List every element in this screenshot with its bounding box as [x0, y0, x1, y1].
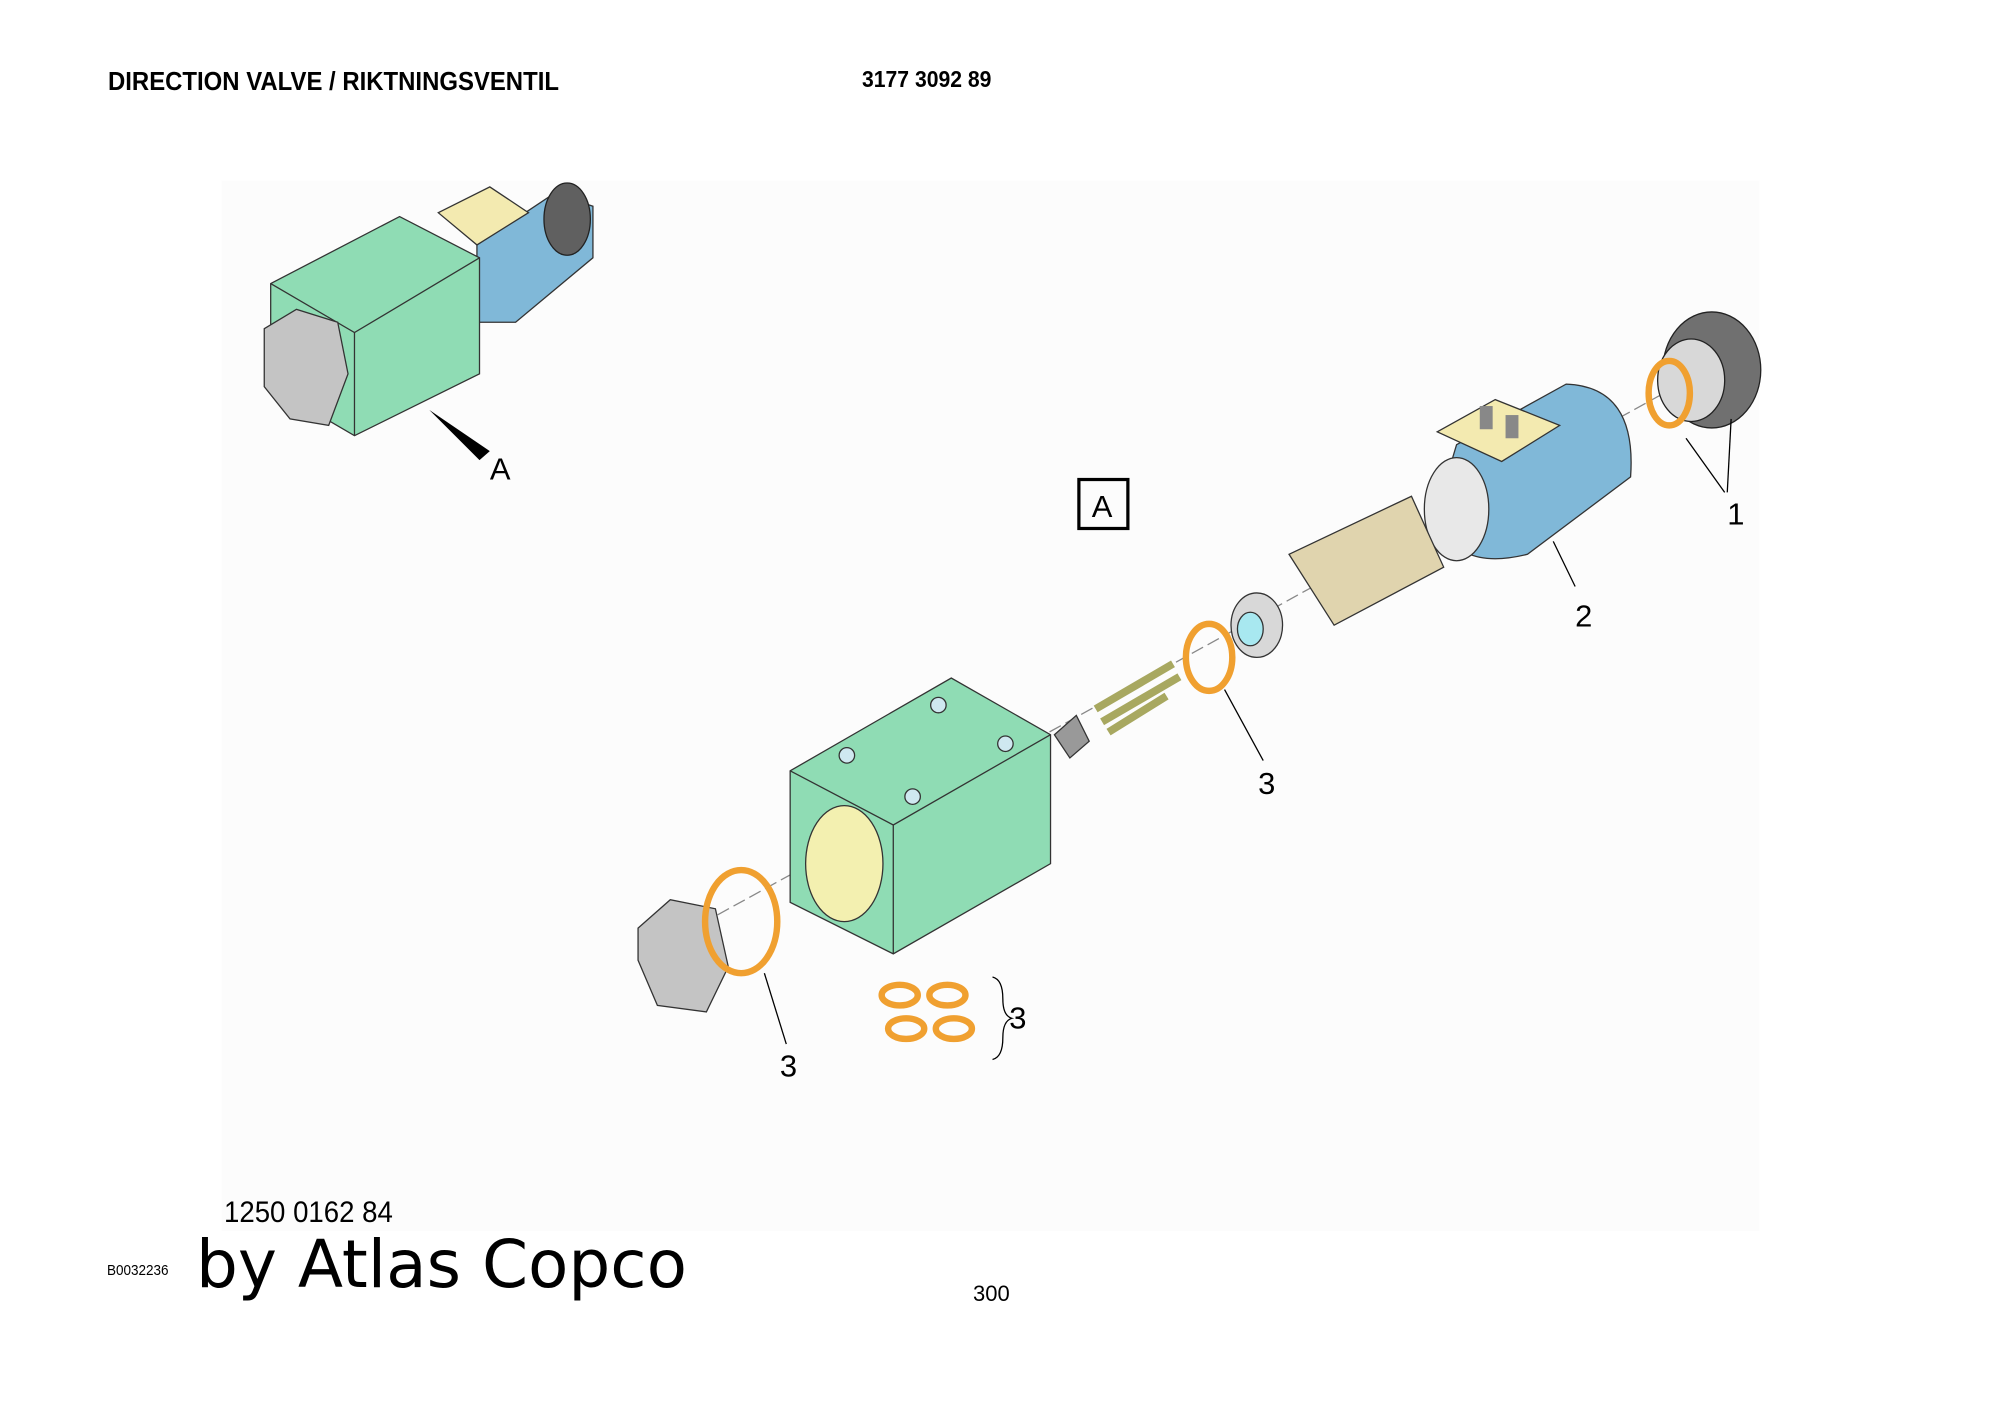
spring-part [1093, 660, 1182, 736]
callout-3a: 3 [1258, 766, 1275, 801]
callout-1: 1 [1727, 497, 1744, 532]
callout-3b: 3 [780, 1048, 797, 1083]
reference-number: 1250 0162 84 [224, 1196, 393, 1229]
part-number: 3177 3092 89 [862, 66, 992, 92]
view-label: A [490, 452, 511, 487]
nut-part: 1 [1645, 311, 1762, 532]
washer-part [1053, 714, 1091, 759]
tube-part [1230, 495, 1445, 659]
brand-text: by Atlas Copco [196, 1226, 687, 1303]
document-title: DIRECTION VALVE / RIKTNINGSVENTIL [108, 66, 559, 96]
valve-body [789, 677, 1052, 955]
assembled-valve: A [263, 182, 594, 487]
brace-icon [992, 976, 1015, 1061]
page-number: 300 [973, 1281, 1010, 1306]
coil-part: 2 [1423, 383, 1632, 633]
view-box-label: A [1092, 489, 1113, 524]
small-orings [878, 981, 976, 1043]
view-arrow-icon [429, 409, 490, 461]
callout-3c: 3 [1009, 1001, 1026, 1036]
plug-part: 3 [637, 866, 797, 1083]
drawing-code: B0032236 [107, 1262, 169, 1279]
callout-2: 2 [1575, 598, 1592, 633]
